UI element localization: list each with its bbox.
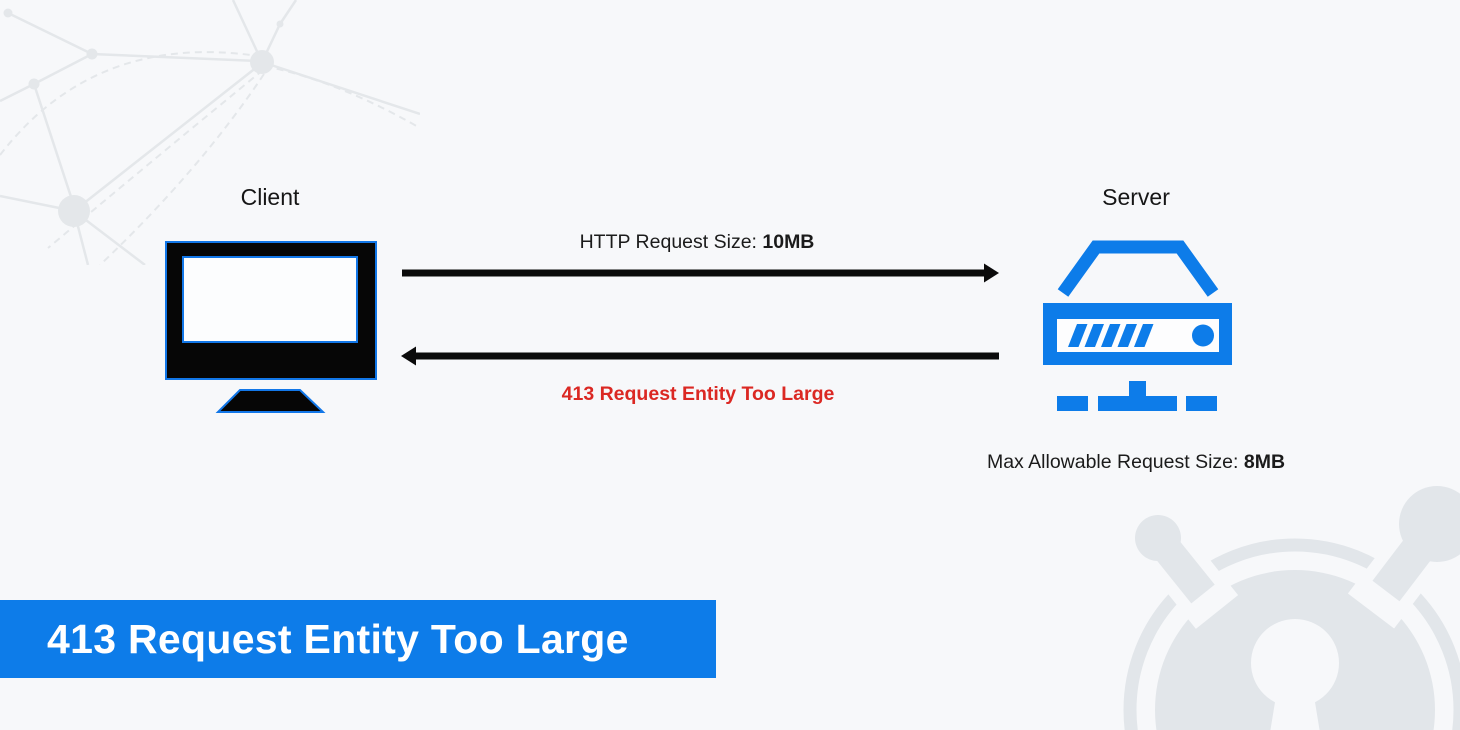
max-request-size-text: Max Allowable Request Size: xyxy=(986,451,1244,473)
request-size-value: 10MB xyxy=(762,231,815,253)
arrow-left-icon xyxy=(401,346,999,366)
response-status-label: 413 Request Entity Too Large xyxy=(561,383,835,405)
max-request-size-label: Max Allowable Request Size: 8MB xyxy=(886,451,1386,474)
title-banner-text: 413 Request Entity Too Large xyxy=(47,616,629,662)
desktop-monitor-icon xyxy=(165,241,377,413)
title-banner: 413 Request Entity Too Large xyxy=(0,600,716,678)
network-nodes-graphic xyxy=(0,0,420,265)
request-size-text: HTTP Request Size: xyxy=(579,231,763,253)
client-label: Client xyxy=(240,184,300,210)
arrow-right-icon xyxy=(402,263,999,283)
server-label: Server xyxy=(1102,184,1170,210)
server-rack-icon xyxy=(1043,240,1232,411)
max-request-size-value: 8MB xyxy=(1243,451,1286,473)
request-size-label: HTTP Request Size: 10MB xyxy=(447,231,947,254)
keyhole-lock-logo xyxy=(1123,486,1460,730)
